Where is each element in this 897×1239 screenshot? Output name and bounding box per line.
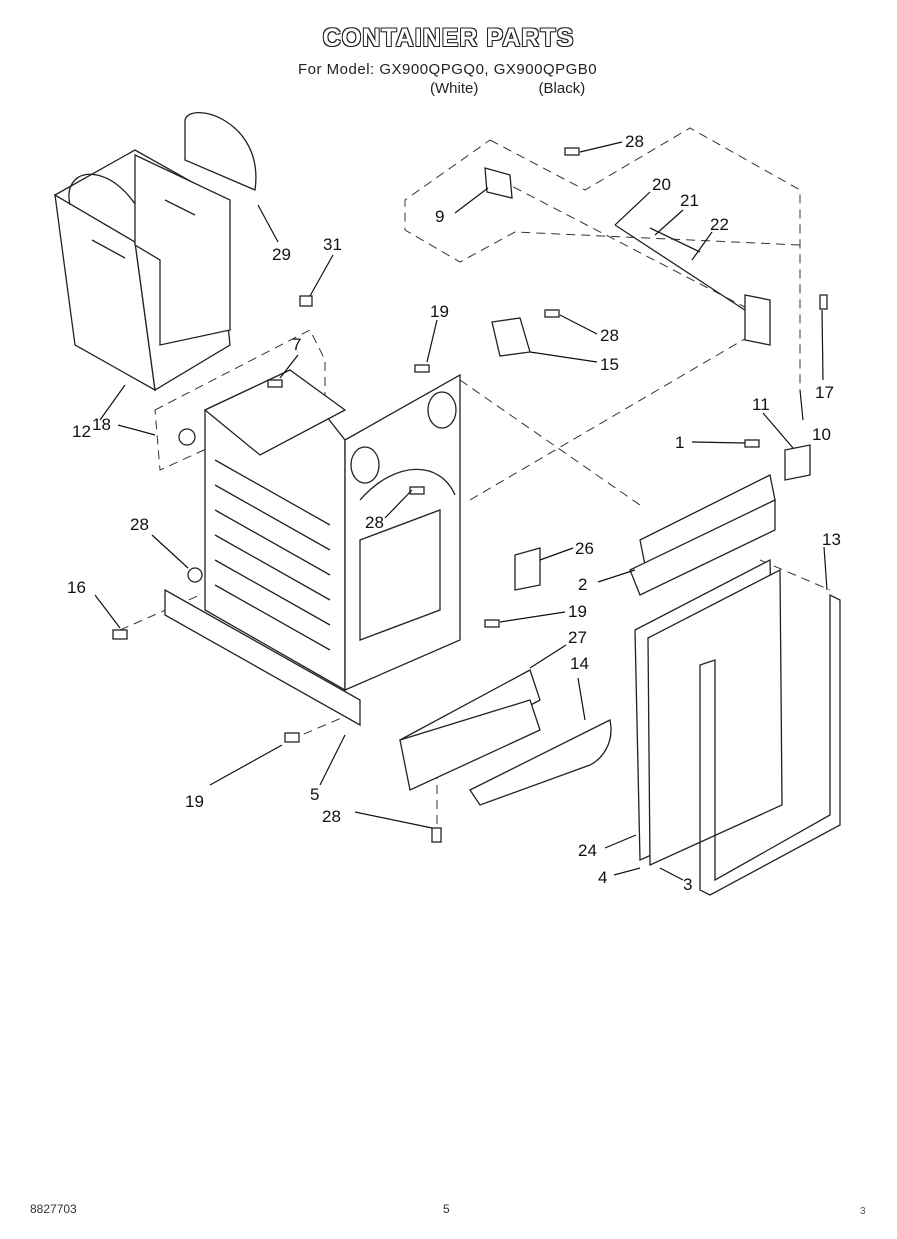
container-cabinet-part-5 bbox=[203, 369, 461, 692]
nut-part-17 bbox=[187, 567, 203, 583]
assembly-line-2 bbox=[469, 329, 761, 501]
callout-16: 16 bbox=[67, 578, 86, 597]
callout-19a: 19 bbox=[430, 302, 449, 321]
screws bbox=[112, 147, 828, 843]
callout-28a: 28 bbox=[625, 132, 644, 151]
callout-28c: 28 bbox=[365, 513, 384, 532]
callout-15: 15 bbox=[600, 355, 619, 374]
assembly-line-3 bbox=[499, 179, 761, 316]
callout-31: 31 bbox=[323, 235, 342, 254]
callout-19c: 19 bbox=[185, 792, 204, 811]
bracket-part-11 bbox=[784, 444, 811, 481]
callout-9: 9 bbox=[435, 207, 444, 226]
variant-white: (White) bbox=[430, 80, 479, 97]
variant-black: (Black) bbox=[538, 80, 586, 97]
callout-24: 24 bbox=[578, 841, 597, 860]
callout-5: 5 bbox=[310, 785, 319, 804]
bracket-part-10 bbox=[744, 294, 771, 346]
base-rail-part-5 bbox=[164, 588, 361, 727]
callout-14: 14 bbox=[570, 654, 589, 673]
callout-10: 10 bbox=[812, 425, 831, 444]
callout-21: 21 bbox=[680, 191, 699, 210]
model-variants: (White) (Black) bbox=[430, 80, 585, 97]
callout-4: 4 bbox=[598, 868, 607, 887]
clip-part-26 bbox=[514, 547, 541, 591]
callout-20: 20 bbox=[652, 175, 671, 194]
assembly-line-4 bbox=[759, 559, 831, 591]
callout-19b: 19 bbox=[568, 602, 587, 621]
assembly-line-1 bbox=[459, 379, 641, 506]
callout-2: 2 bbox=[578, 575, 587, 594]
leader-lines bbox=[94, 141, 828, 881]
callout-7: 7 bbox=[292, 335, 301, 354]
callout-28e: 28 bbox=[322, 807, 341, 826]
drawer-bottom bbox=[399, 699, 541, 791]
callout-27: 27 bbox=[568, 628, 587, 647]
callout-29: 29 bbox=[272, 245, 291, 264]
page-number: 5 bbox=[443, 1202, 450, 1216]
callout-labels: 28 9 20 21 22 29 31 12 7 19 28 15 18 28 … bbox=[67, 132, 841, 894]
rail-part-2-lower bbox=[629, 498, 776, 596]
shaft-part-20 bbox=[614, 224, 761, 321]
callout-28b: 28 bbox=[600, 326, 619, 345]
callout-12: 12 bbox=[72, 422, 91, 441]
callout-1: 1 bbox=[675, 433, 684, 452]
bag-panel bbox=[134, 153, 231, 346]
model-numbers: For Model: GX900QPGQ0, GX900QPGB0 bbox=[298, 61, 598, 78]
hardware-group-outline bbox=[404, 127, 801, 390]
callout-26: 26 bbox=[575, 539, 594, 558]
callout-22: 22 bbox=[710, 215, 729, 234]
door-frame-part-13 bbox=[699, 593, 841, 896]
callout-17: 28 bbox=[130, 515, 149, 534]
handle-part-29 bbox=[184, 112, 257, 191]
knob-part-18 bbox=[178, 428, 196, 446]
corner-mark: 3 bbox=[860, 1206, 866, 1217]
callout-18: 18 bbox=[92, 415, 111, 434]
document-number: 8827703 bbox=[30, 1202, 77, 1216]
bag-panel-slot bbox=[164, 199, 196, 216]
callout-11: 11 bbox=[752, 395, 770, 414]
bracket-part-15 bbox=[491, 317, 531, 357]
callout-3: 3 bbox=[683, 875, 692, 894]
handle-part-14 bbox=[469, 719, 612, 806]
left-hardware-outline bbox=[154, 329, 326, 471]
hinge-part-9 bbox=[484, 167, 513, 199]
callout-13: 13 bbox=[822, 530, 841, 549]
page-title: CONTAINER PARTS bbox=[322, 24, 575, 52]
callout-28d: 17 bbox=[815, 383, 834, 402]
